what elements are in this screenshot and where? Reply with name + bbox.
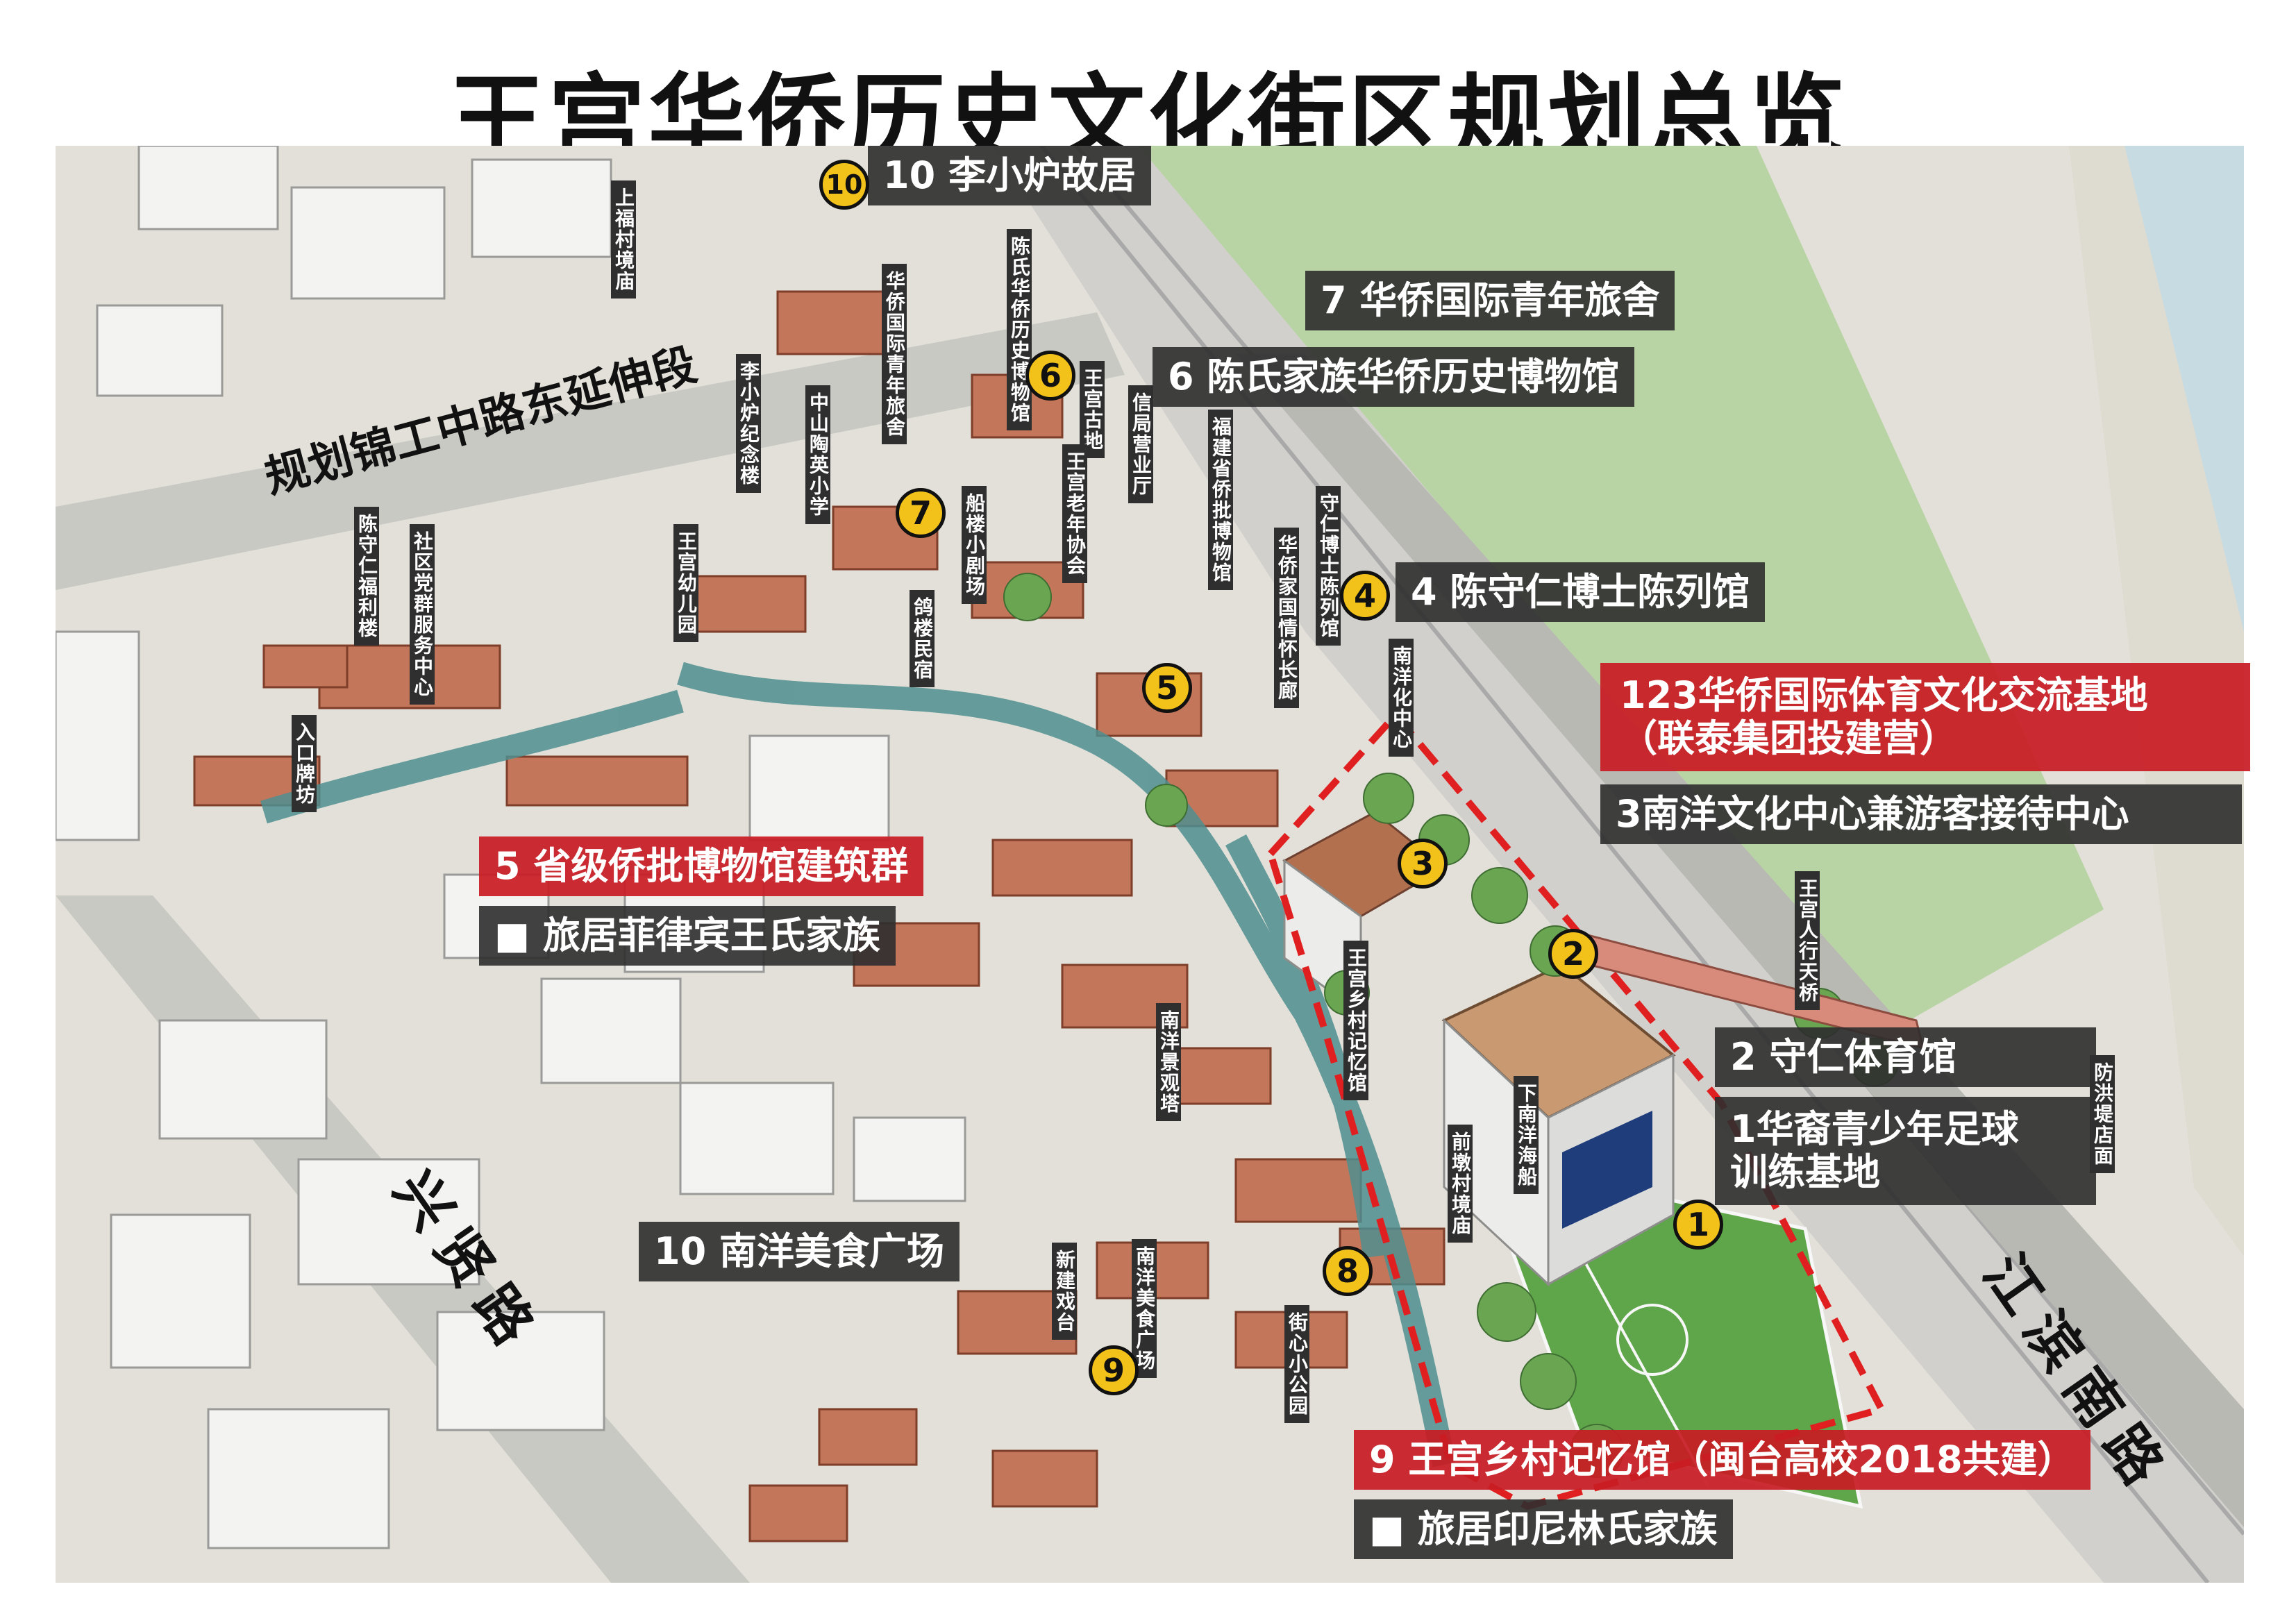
label-football-base-line2: 训练基地 xyxy=(1730,1150,1880,1195)
vlabel-nanyang-ship: 下南洋海船 xyxy=(1514,1076,1539,1194)
label-li-xiaolu-residence: 10 李小炉故居 xyxy=(868,146,1151,206)
marker-7: 7 xyxy=(896,488,946,538)
east-road xyxy=(1236,354,2244,1527)
vlabel-qiaopi-museum: 福建省侨批博物馆 xyxy=(1208,410,1233,590)
vlabel-qiandun-temple: 前墩村境庙 xyxy=(1448,1125,1473,1243)
vlabel-nanyang-center: 南洋化中心 xyxy=(1389,639,1414,757)
vlabel-memory-hall: 王宫乡村记忆馆 xyxy=(1343,941,1368,1100)
aerial-map xyxy=(56,146,2244,1583)
label-youth-hostel: 7 华侨国际青年旅舍 xyxy=(1305,271,1675,331)
vlabel-food-plaza: 南洋美食广场 xyxy=(1132,1239,1157,1378)
label-football-base-line1: 1华裔青少年足球 xyxy=(1730,1107,2019,1151)
vlabel-elder-association: 王宫老年协会 xyxy=(1062,444,1087,583)
label-nanyang-food-plaza: 10 南洋美食广场 xyxy=(639,1222,960,1282)
label-sports-culture-base-line1: 123华侨国际体育文化交流基地 xyxy=(1620,673,2148,717)
vlabel-chen-museum: 陈氏华侨历史博物馆 xyxy=(1007,229,1032,430)
marker-3: 3 xyxy=(1398,839,1448,889)
label-philippine-wang-family: ■ 旅居菲律宾王氏家族 xyxy=(479,906,896,966)
label-football-base: 1华裔青少年足球 训练基地 xyxy=(1715,1097,2096,1206)
vlabel-wanggong-site: 王宫古地 xyxy=(1080,361,1105,458)
vlabel-welfare-building: 陈守仁福利楼 xyxy=(354,507,379,646)
label-sports-culture-base-line2: （联泰集团投建营） xyxy=(1620,716,1957,761)
vlabel-community-center: 社区党群服务中心 xyxy=(410,524,435,705)
label-qiaopi-museum: 5 省级侨批博物馆建筑群 xyxy=(479,836,924,897)
marker-8: 8 xyxy=(1323,1246,1373,1296)
vlabel-taoying-school: 中山陶英小学 xyxy=(805,385,830,524)
north-road xyxy=(56,312,1125,590)
vlabel-street-park: 街心小公园 xyxy=(1284,1305,1309,1423)
vlabel-shangfu-temple: 上福村境庙 xyxy=(611,180,636,298)
label-nanyang-culture-center: 3南洋文化中心兼游客接待中心 xyxy=(1600,784,2242,845)
marker-6: 6 xyxy=(1025,351,1075,401)
gymnasium xyxy=(1441,963,1676,1287)
marker-2: 2 xyxy=(1548,929,1598,979)
map-background xyxy=(56,146,2244,1583)
modern-buildings xyxy=(56,146,966,1549)
vlabel-landscape-tower: 南洋景观塔 xyxy=(1156,1003,1181,1121)
marker-10: 10 xyxy=(819,160,869,210)
vlabel-boat-theater: 船楼小剧场 xyxy=(962,486,987,604)
marker-5: 5 xyxy=(1142,663,1192,713)
label-indonesia-lin-family: ■ 旅居印尼林氏家族 xyxy=(1354,1499,1733,1560)
vlabel-letter-office: 信局营业厅 xyxy=(1128,385,1153,503)
label-sports-culture-base: 123华侨国际体育文化交流基地 （联泰集团投建营） xyxy=(1600,663,2250,772)
rail-corridor xyxy=(993,146,2244,1583)
vlabel-footbridge: 王宫人行天桥 xyxy=(1795,871,1820,1010)
label-village-memory-hall: 9 王宫乡村记忆馆（闽台高校2018共建） xyxy=(1354,1430,2090,1490)
vlabel-new-stage: 新建戏台 xyxy=(1052,1243,1077,1340)
vlabel-shouren-hall: 守仁博士陈列馆 xyxy=(1316,486,1341,646)
vlabel-entrance-arch: 入口牌坊 xyxy=(292,715,317,812)
label-chen-shouren-hall: 4 陈守仁博士陈列馆 xyxy=(1396,562,1766,623)
vlabel-li-memorial: 李小炉纪念楼 xyxy=(736,354,761,493)
vlabel-patriot-corridor: 华侨家国情怀长廊 xyxy=(1274,528,1299,708)
marker-9: 9 xyxy=(1089,1345,1139,1395)
vlabel-levee-shops: 防洪堤店面 xyxy=(2090,1055,2115,1173)
marker-4: 4 xyxy=(1340,571,1390,621)
vlabel-pigeon-homestay: 鸽楼民宿 xyxy=(910,590,935,687)
label-chen-family-museum: 6 陈氏家族华侨历史博物馆 xyxy=(1153,347,1635,407)
marker-1: 1 xyxy=(1673,1200,1723,1250)
vlabel-kindergarten: 王宫幼儿园 xyxy=(673,524,698,642)
label-shouren-gym: 2 守仁体育馆 xyxy=(1715,1027,2096,1088)
vlabel-youth-hostel: 华侨国际青年旅舍 xyxy=(882,264,907,444)
